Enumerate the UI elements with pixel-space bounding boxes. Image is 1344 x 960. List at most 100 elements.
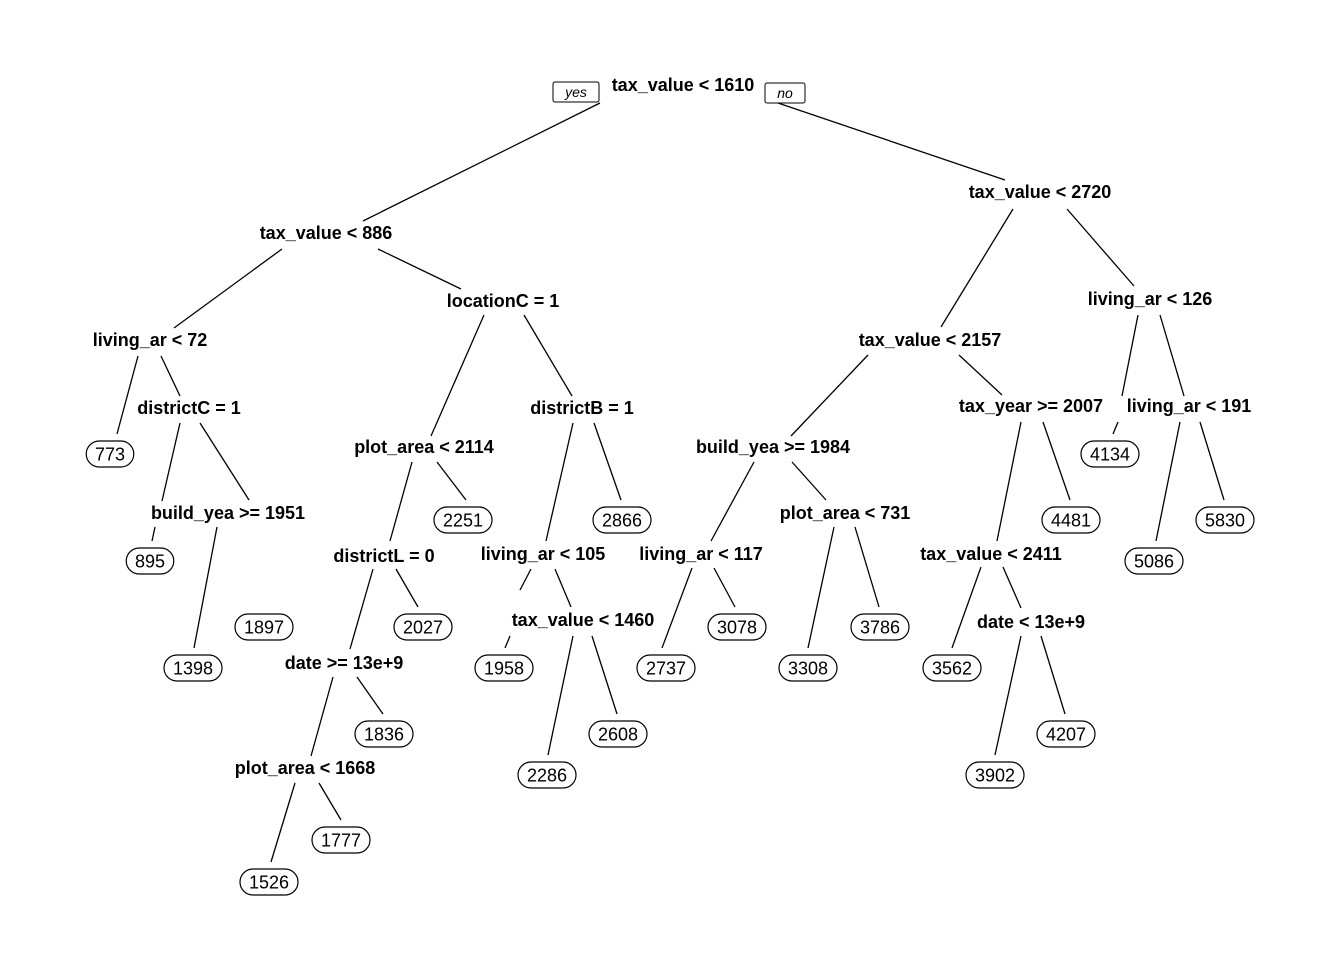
leaf-oval — [850, 613, 910, 641]
tree-edge — [1040, 635, 1066, 715]
tree-edge — [1199, 421, 1225, 501]
split-node-tax-value-1610: tax_value < 1610 — [612, 75, 755, 95]
no-branch-tag: no — [764, 82, 806, 104]
split-node-districtc-1: districtC = 1 — [137, 398, 241, 418]
leaf-oval — [125, 547, 175, 575]
leaf-oval — [239, 868, 299, 896]
leaf-oval — [234, 613, 294, 641]
leaf-value: 4481 — [1051, 511, 1091, 531]
yes-branch-tag: yes — [552, 81, 600, 103]
leaf-value: 5830 — [1205, 511, 1245, 531]
leaf-value: 3562 — [932, 659, 972, 679]
leaf-oval — [393, 613, 453, 641]
tree-edge — [807, 526, 835, 649]
tree-edge — [318, 782, 342, 821]
leaf-value: 2251 — [443, 511, 483, 531]
leaf-value: 1526 — [249, 873, 289, 893]
tree-edge — [1112, 421, 1119, 435]
leaf-value: 895 — [135, 552, 165, 572]
tree-edge — [790, 354, 869, 437]
leaf-oval — [1195, 506, 1255, 534]
tree-edge — [958, 354, 1003, 396]
leaf-oval — [163, 654, 223, 682]
leaf-oval — [517, 761, 577, 789]
leaf-oval — [588, 720, 648, 748]
split-node-tax-year-2007: tax_year >= 2007 — [959, 396, 1103, 416]
tree-edge — [161, 422, 181, 502]
leaf-node: 773 — [85, 440, 135, 468]
split-node-locationc-1: locationC = 1 — [447, 291, 560, 311]
tree-edge — [547, 635, 574, 756]
leaf-oval — [433, 506, 493, 534]
leaf-node: 2608 — [588, 720, 648, 748]
tree-edge — [116, 355, 139, 435]
leaf-oval — [1124, 547, 1184, 575]
leaf-value: 2866 — [602, 511, 642, 531]
leaf-node: 3902 — [965, 761, 1025, 789]
leaf-node: 3562 — [922, 654, 982, 682]
tree-edge — [996, 421, 1022, 542]
leaf-node: 1526 — [239, 868, 299, 896]
split-node-plot-area-2114: plot_area < 2114 — [354, 437, 494, 457]
leaf-node: 3078 — [707, 613, 767, 641]
leaf-value: 1958 — [484, 659, 524, 679]
leaf-value: 2027 — [403, 618, 443, 638]
leaf-value: 3786 — [860, 618, 900, 638]
tree-edge — [356, 676, 384, 715]
leaf-oval — [1041, 506, 1101, 534]
leaf-oval — [592, 506, 652, 534]
leaf-node: 4207 — [1036, 720, 1096, 748]
leaf-node: 1777 — [311, 826, 371, 854]
leaf-value: 2286 — [527, 766, 567, 786]
leaf-node: 1897 — [234, 613, 294, 641]
leaf-node: 2737 — [636, 654, 696, 682]
leaf-node: 1398 — [163, 654, 223, 682]
leaf-node: 2286 — [517, 761, 577, 789]
tree-edge — [310, 676, 334, 757]
leaf-value: 5086 — [1134, 552, 1174, 572]
tree-edge — [349, 568, 374, 650]
leaf-value: 773 — [95, 445, 125, 465]
leaf-node: 1836 — [354, 720, 414, 748]
leaf-node: 2866 — [592, 506, 652, 534]
tree-edge — [1042, 421, 1071, 501]
leaf-oval — [636, 654, 696, 682]
split-node-date-13e-9: date < 13e+9 — [977, 612, 1085, 632]
branch-tag-box — [552, 81, 600, 103]
tree-nodes: tax_value < 1610 tax_value < 886 living_ar… — [85, 75, 1255, 896]
split-node-tax-value-2720: tax_value < 2720 — [969, 182, 1112, 202]
split-node-build-yea-1951: build_yea >= 1951 — [151, 503, 305, 523]
split-node-plot-area-1668: plot_area < 1668 — [235, 758, 376, 778]
tree-edge — [523, 314, 573, 397]
leaf-value: 1777 — [321, 831, 361, 851]
tree-edge — [994, 635, 1022, 756]
leaf-value: 1836 — [364, 725, 404, 745]
leaf-oval — [1036, 720, 1096, 748]
tree-edge — [436, 461, 467, 501]
tree-edge — [395, 568, 419, 608]
split-node-living-ar-105: living_ar < 105 — [481, 544, 606, 564]
tree-edge — [940, 208, 1014, 328]
tree-edge — [519, 568, 532, 591]
leaf-value: 2737 — [646, 659, 686, 679]
tree-edge — [591, 635, 618, 715]
split-node-tax-value-2157: tax_value < 2157 — [859, 330, 1002, 350]
leaf-oval — [85, 440, 135, 468]
split-node-plot-area-731: plot_area < 731 — [780, 503, 911, 523]
tree-edge — [1121, 314, 1139, 397]
tree-edge — [504, 635, 511, 649]
split-node-districtb-1: districtB = 1 — [530, 398, 634, 418]
tree-edge — [389, 461, 413, 542]
split-node-living-ar-191: living_ar < 191 — [1127, 396, 1252, 416]
leaf-value: 3078 — [717, 618, 757, 638]
split-node-tax-value-2411: tax_value < 2411 — [920, 544, 1062, 564]
leaf-value: 1897 — [244, 618, 284, 638]
tree-edge — [430, 314, 485, 437]
tree-edge — [951, 566, 982, 649]
split-node-tax-value-886: tax_value < 886 — [260, 223, 393, 243]
split-node-build-yea-1984: build_yea >= 1984 — [696, 437, 850, 457]
tree-edge — [593, 422, 622, 501]
tree-edge — [362, 102, 601, 222]
split-node-living-ar-117: living_ar < 117 — [639, 544, 763, 564]
tree-edge — [1159, 314, 1185, 397]
